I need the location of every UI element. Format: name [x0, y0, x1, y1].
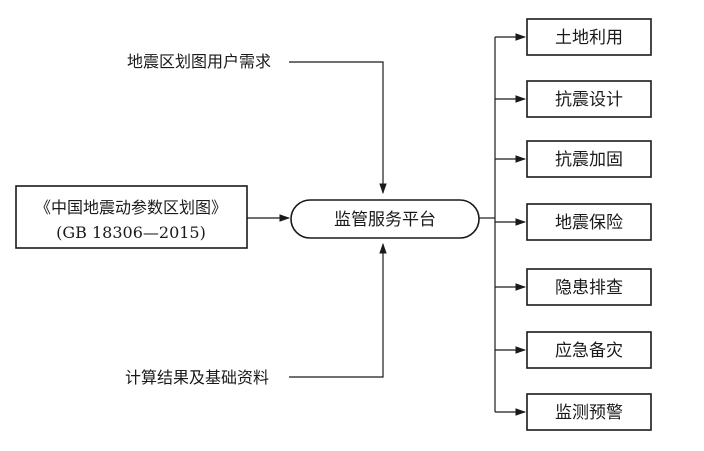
platform-node: 监管服务平台 [290, 199, 480, 239]
standard-box: 《中国地震动参数区划图》 (GB 18306—2015) [15, 185, 248, 249]
application-label: 监测预警 [555, 403, 623, 423]
application-label: 应急备灾 [555, 341, 623, 361]
data-source-label: 计算结果及基础资料 [125, 368, 269, 387]
user-demand-connector [289, 61, 387, 195]
application-label: 隐患排查 [555, 278, 623, 298]
standard-title: 《中国地震动参数区划图》 [35, 198, 227, 217]
applications-group: 土地利用 抗震设计 抗震加固 地震保险 隐患排查 应急备灾 [495, 18, 652, 431]
application-land-use: 土地利用 [495, 18, 652, 56]
application-label: 抗震加固 [555, 150, 623, 170]
standard-code: (GB 18306—2015) [56, 223, 206, 242]
application-seismic-design: 抗震设计 [495, 80, 652, 118]
application-label: 抗震设计 [555, 90, 623, 110]
user-demand-label: 地震区划图用户需求 [127, 52, 271, 71]
application-monitoring-warning: 监测预警 [495, 393, 652, 431]
application-earthquake-insurance: 地震保险 [495, 203, 652, 241]
application-hazard-inspection: 隐患排查 [495, 268, 652, 306]
application-emergency-preparedness: 应急备灾 [495, 331, 652, 369]
application-label: 地震保险 [555, 213, 623, 233]
application-seismic-retrofit: 抗震加固 [495, 140, 652, 178]
application-label: 土地利用 [555, 28, 623, 48]
data-source-connector [289, 242, 387, 378]
platform-label: 监管服务平台 [334, 210, 436, 230]
